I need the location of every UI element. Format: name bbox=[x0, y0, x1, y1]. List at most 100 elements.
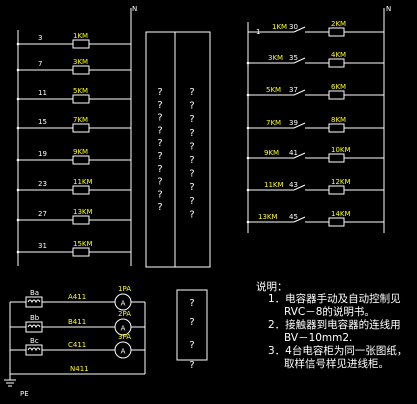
table-cell: ? bbox=[189, 196, 194, 207]
coil-label: 10KM bbox=[331, 146, 351, 154]
note-line: 取样信号样见进线柜。 bbox=[284, 357, 389, 370]
note-line: 2．接触器到电容器的连线用 bbox=[268, 318, 401, 331]
table-cell: ? bbox=[157, 202, 162, 213]
neutral-line-label: N411 bbox=[70, 365, 89, 373]
small-table-cell: ? bbox=[189, 298, 194, 309]
table-cell: ? bbox=[189, 87, 194, 98]
table-cell: ? bbox=[157, 113, 162, 124]
coil-label: 3KM bbox=[73, 58, 88, 66]
contact-number: 43 bbox=[289, 181, 298, 189]
coil-label: 13KM bbox=[73, 208, 93, 216]
contact-symbol bbox=[293, 216, 306, 223]
small-table-frame bbox=[176, 289, 208, 361]
table-cell: ? bbox=[157, 138, 162, 149]
junction-dot bbox=[246, 61, 250, 65]
contact-source-label: 13KM bbox=[258, 213, 278, 221]
contact-number: 39 bbox=[289, 119, 298, 127]
note-line: RVC－8的说明书。 bbox=[284, 305, 375, 318]
ammeter-letter: A bbox=[121, 348, 126, 356]
coil-label: 14KM bbox=[331, 210, 351, 218]
table-cell: ? bbox=[189, 155, 194, 166]
coil-label: 6KM bbox=[331, 83, 346, 91]
contact-source-label: 7KM bbox=[266, 119, 281, 127]
contact-symbol bbox=[293, 152, 306, 159]
coil-label: 5KM bbox=[73, 87, 88, 95]
rung-number: 31 bbox=[38, 242, 47, 250]
junction-dot bbox=[246, 93, 250, 97]
contact-source-label: 3KM bbox=[268, 54, 283, 62]
table-cell: ? bbox=[157, 151, 162, 162]
table-cell: ? bbox=[189, 114, 194, 125]
coil-label: 1KM bbox=[73, 32, 88, 40]
contact-number: 37 bbox=[289, 86, 298, 94]
contact-symbol bbox=[293, 184, 306, 191]
right-rung: 9KM 41 10KM bbox=[246, 146, 384, 163]
table-cell: ? bbox=[157, 87, 162, 98]
table-cell: ? bbox=[189, 128, 194, 139]
junction-dot bbox=[246, 156, 250, 160]
coil-label: 12KM bbox=[331, 178, 351, 186]
right-rung: 13KM 45 14KM bbox=[246, 210, 384, 227]
coil-label: 2KM bbox=[331, 20, 346, 28]
left-table: ???????????????????? bbox=[145, 31, 211, 268]
left-rung: 31 15KM bbox=[16, 240, 131, 257]
left-rung: 15 7KM bbox=[16, 116, 131, 133]
coil-label: 7KM bbox=[73, 116, 88, 124]
rung-number: 15 bbox=[38, 118, 47, 126]
rung-number: 7 bbox=[38, 60, 42, 68]
line-label: A411 bbox=[68, 293, 86, 301]
table-cell: ? bbox=[189, 101, 194, 112]
table-cell: ? bbox=[189, 141, 194, 152]
right-rung: 3KM 35 4KM bbox=[246, 51, 384, 68]
contact-source-label: 11KM bbox=[264, 181, 284, 189]
small-table-cell: ? bbox=[189, 340, 194, 351]
contact-number: 41 bbox=[289, 149, 298, 157]
contact-number: 30 bbox=[289, 23, 298, 31]
contact-symbol bbox=[293, 26, 306, 33]
table-cell: ? bbox=[189, 182, 194, 193]
table-cell: ? bbox=[189, 169, 194, 180]
coil-label: 11KM bbox=[73, 178, 93, 186]
coil-label: 15KM bbox=[73, 240, 93, 248]
small-table-cell: ? bbox=[189, 360, 194, 371]
table-cell: ? bbox=[157, 177, 162, 188]
coil-label: 4KM bbox=[331, 51, 346, 59]
junction-dot bbox=[246, 220, 250, 224]
notes-heading: 说明： bbox=[256, 280, 288, 293]
left-rung: 23 11KM bbox=[16, 178, 131, 195]
note-line: BV－10mm2. bbox=[284, 332, 352, 344]
note-line: 1．电容器手动及自动控制见 bbox=[268, 292, 401, 305]
contact-symbol bbox=[293, 122, 306, 129]
left-rung: 7 3KM bbox=[16, 58, 131, 75]
table-cell: ? bbox=[157, 125, 162, 136]
ct-coil bbox=[27, 324, 41, 329]
rung-number: 11 bbox=[38, 89, 47, 97]
ammeter-letter: A bbox=[121, 300, 126, 308]
right-rung: 11KM 43 12KM bbox=[246, 178, 384, 195]
table-cell: ? bbox=[157, 189, 162, 200]
junction-dot bbox=[246, 126, 250, 130]
table-cell: ? bbox=[157, 100, 162, 111]
ct-label: Bc bbox=[30, 337, 39, 345]
contact-number: 45 bbox=[289, 213, 298, 221]
line-label: B411 bbox=[68, 318, 86, 326]
ct-coil bbox=[27, 347, 41, 352]
small-table-cell: ? bbox=[189, 317, 194, 328]
contact-source-label: 9KM bbox=[264, 149, 279, 157]
table-column-2 bbox=[174, 31, 211, 268]
neutral-label: N bbox=[386, 5, 391, 13]
contact-number: 35 bbox=[289, 54, 298, 62]
rung-number: 23 bbox=[38, 180, 47, 188]
ground-symbol bbox=[4, 379, 16, 387]
rung-number: 19 bbox=[38, 150, 47, 158]
